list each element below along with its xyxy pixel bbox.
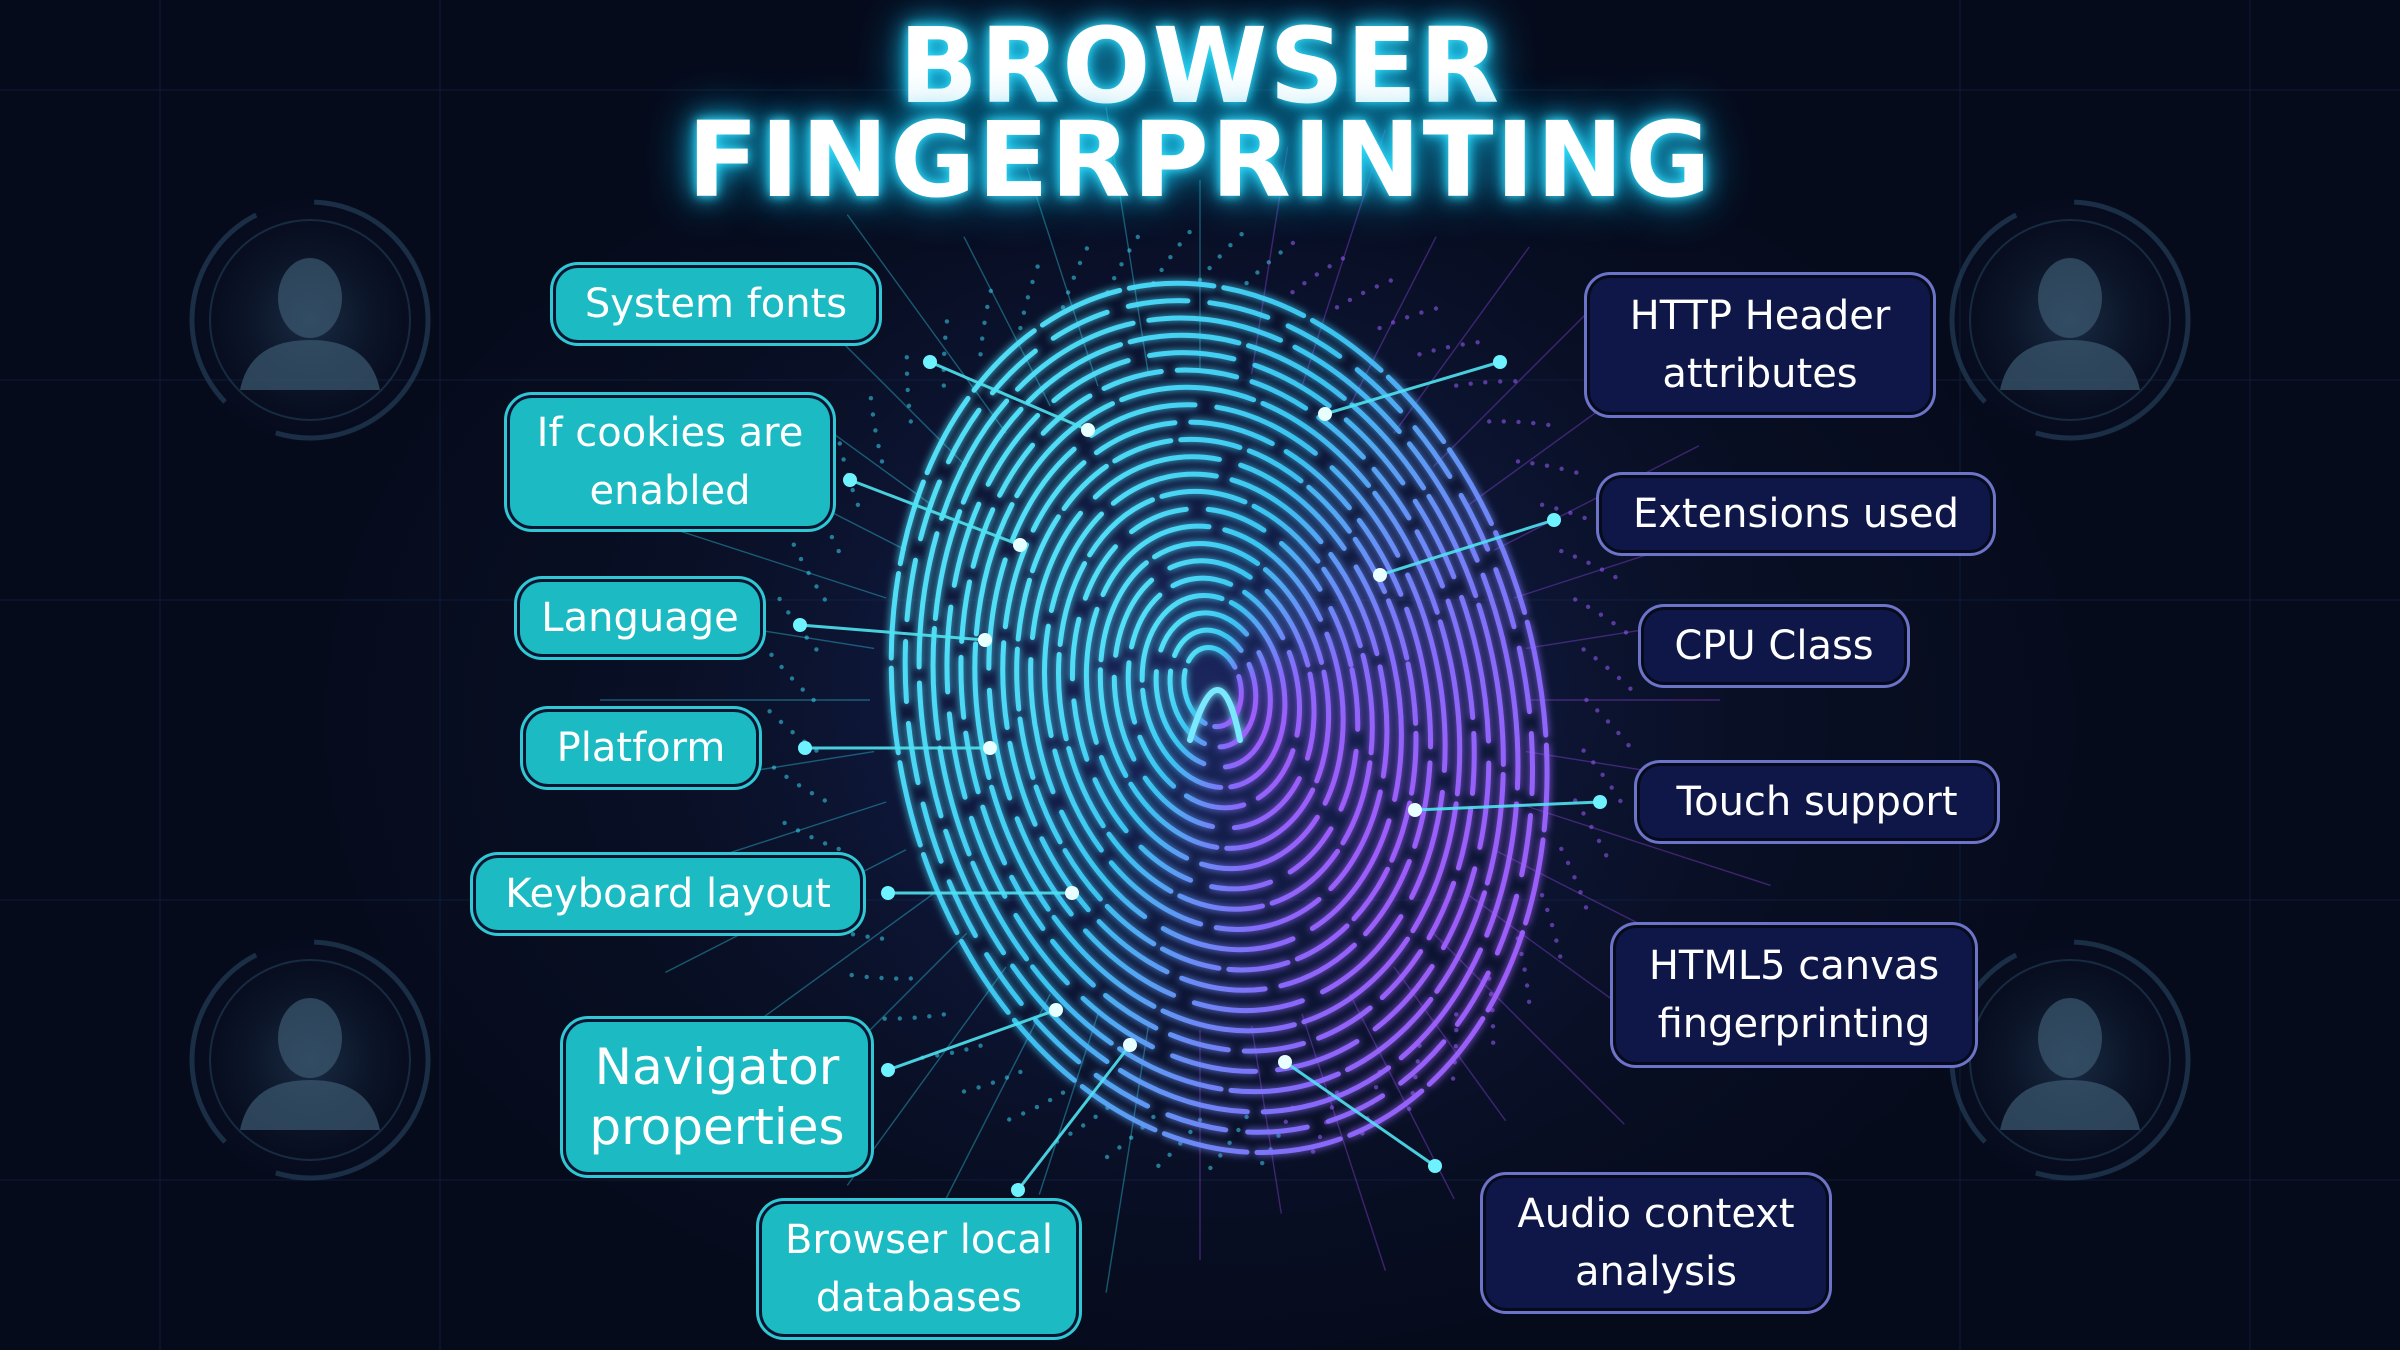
label-html5-canvas: HTML5 canvas fingerprinting: [1616, 928, 1972, 1062]
label-platform: Platform: [526, 712, 756, 784]
label-extensions-used: Extensions used: [1602, 478, 1990, 550]
person-silhouette-icon: [180, 190, 440, 450]
label-audio-context: Audio context analysis: [1486, 1178, 1826, 1308]
label-touch-support: Touch support: [1640, 766, 1994, 838]
label-browser-local-databases: Browser local databases: [762, 1204, 1076, 1334]
label-language: Language: [520, 582, 760, 654]
person-silhouette-icon: [180, 930, 440, 1190]
label-cookies-enabled: If cookies are enabled: [510, 398, 830, 526]
label-http-header-attributes: HTTP Header attributes: [1590, 278, 1930, 412]
label-cpu-class: CPU Class: [1644, 610, 1904, 682]
title-line-2: FINGERPRINTING: [687, 99, 1713, 221]
label-keyboard-layout: Keyboard layout: [476, 858, 860, 930]
label-navigator-properties: Navigator properties: [566, 1022, 868, 1172]
title-line-1: BROWSER: [898, 5, 1502, 127]
label-system-fonts: System fonts: [556, 268, 876, 340]
person-silhouette-icon: [1940, 930, 2200, 1190]
person-silhouette-icon: [1940, 190, 2200, 450]
